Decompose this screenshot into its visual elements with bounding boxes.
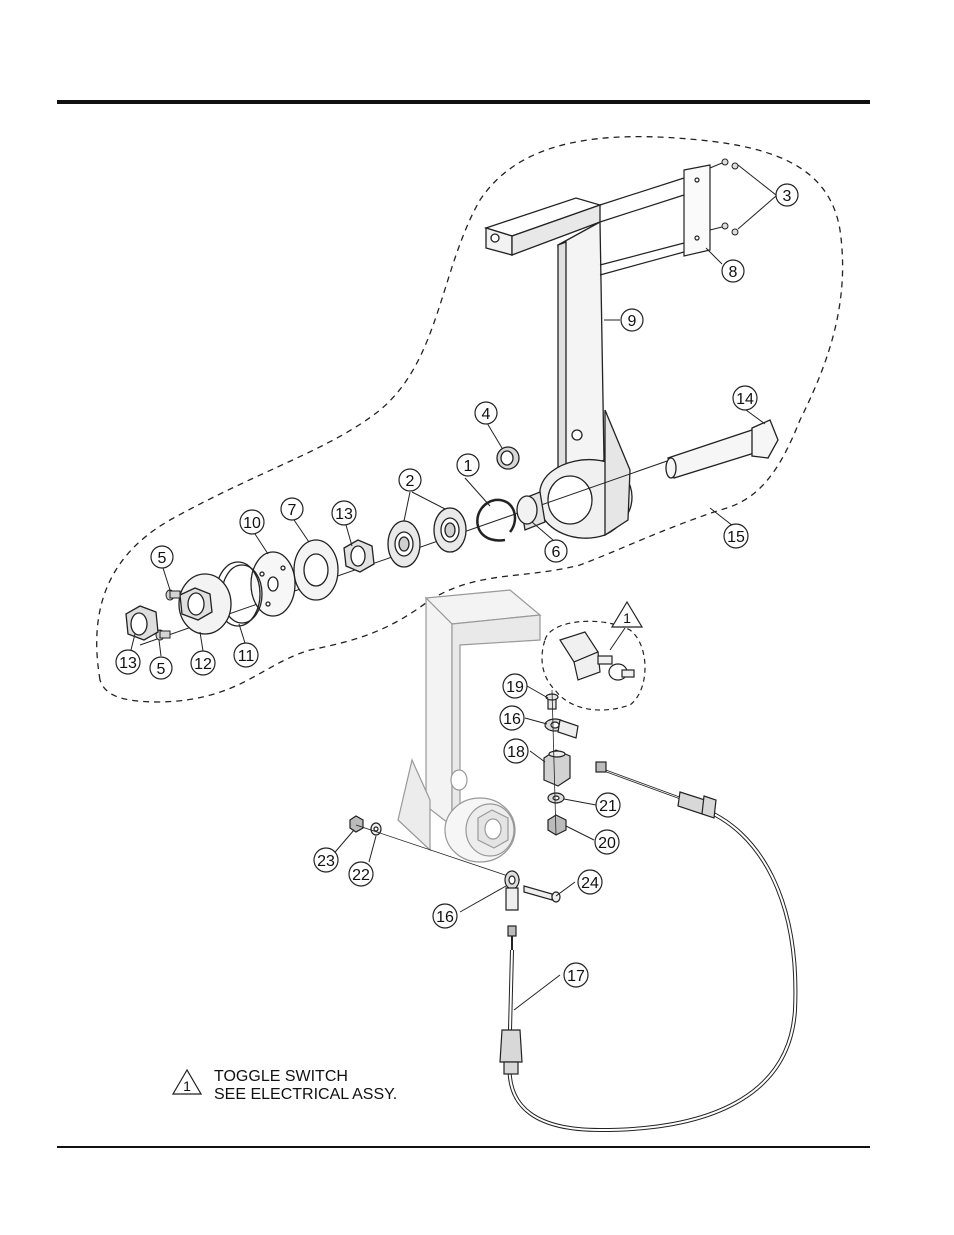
callout-text: 18: [507, 744, 525, 761]
plate-10: [251, 552, 295, 616]
callout-text: 13: [335, 506, 353, 523]
callout-text: 3: [783, 188, 792, 205]
block-18: [544, 750, 570, 786]
callout-text: 17: [567, 968, 585, 985]
arm-9: [486, 198, 632, 538]
callout-text: 16: [503, 711, 521, 728]
callout-text: 13: [119, 655, 137, 672]
bolt-14: [666, 420, 778, 478]
toggle-switch: [560, 632, 634, 680]
callout-text: 9: [628, 313, 637, 330]
note-triangle-icon: 1: [172, 1068, 202, 1096]
header-rule: [57, 100, 870, 104]
plate-8: [684, 165, 710, 256]
callout-text: 14: [736, 391, 754, 408]
bolt-24: [524, 886, 560, 902]
callout-text: 10: [243, 515, 261, 532]
toggle-switch-marker: 1: [612, 602, 642, 627]
callout-text: 19: [506, 679, 524, 696]
rod-lines: [600, 178, 684, 275]
screws-3: [710, 159, 738, 235]
callout-text: 8: [729, 264, 738, 281]
callout-text: 16: [436, 909, 454, 926]
nut-20: [548, 815, 566, 835]
nut-13-lower: [126, 606, 158, 640]
callout-text: 21: [599, 798, 617, 815]
nut-23: [350, 816, 363, 832]
spacer-4: [497, 447, 519, 469]
note-line-1: TOGGLE SWITCH: [214, 1068, 397, 1086]
callout-text: 7: [288, 502, 297, 519]
callout-text: 23: [317, 853, 335, 870]
bearings-2: [388, 508, 466, 567]
callout-text: 22: [352, 867, 370, 884]
note-line-2: SEE ELECTRICAL ASSY.: [214, 1086, 397, 1104]
bushing-6: [517, 492, 545, 530]
callout-text: 2: [406, 473, 415, 490]
callout-text: 5: [158, 550, 167, 567]
callout-text: 4: [482, 406, 491, 423]
rod-end-16-lower: [505, 871, 519, 910]
callout-text: 20: [598, 835, 616, 852]
nut-13-upper: [344, 540, 374, 572]
callout-text: 6: [552, 544, 561, 561]
callout-text: 1: [464, 458, 473, 475]
callout-text: 12: [194, 656, 212, 673]
washer-21: [548, 793, 564, 803]
hub-12: [179, 574, 231, 634]
washer-7: [294, 540, 338, 600]
callout-text: 24: [581, 875, 599, 892]
note-marker-number: 1: [183, 1078, 191, 1094]
callout-text: 11: [238, 648, 255, 665]
toggle-switch-marker-number: 1: [623, 610, 631, 626]
rod-end-16-upper: [545, 719, 578, 738]
callout-text: 15: [727, 529, 745, 546]
leader-lines: [131, 165, 776, 1010]
callout-text: 5: [157, 661, 166, 678]
footer-rule: [57, 1146, 870, 1148]
note-text: TOGGLE SWITCH SEE ELECTRICAL ASSY.: [214, 1068, 397, 1104]
